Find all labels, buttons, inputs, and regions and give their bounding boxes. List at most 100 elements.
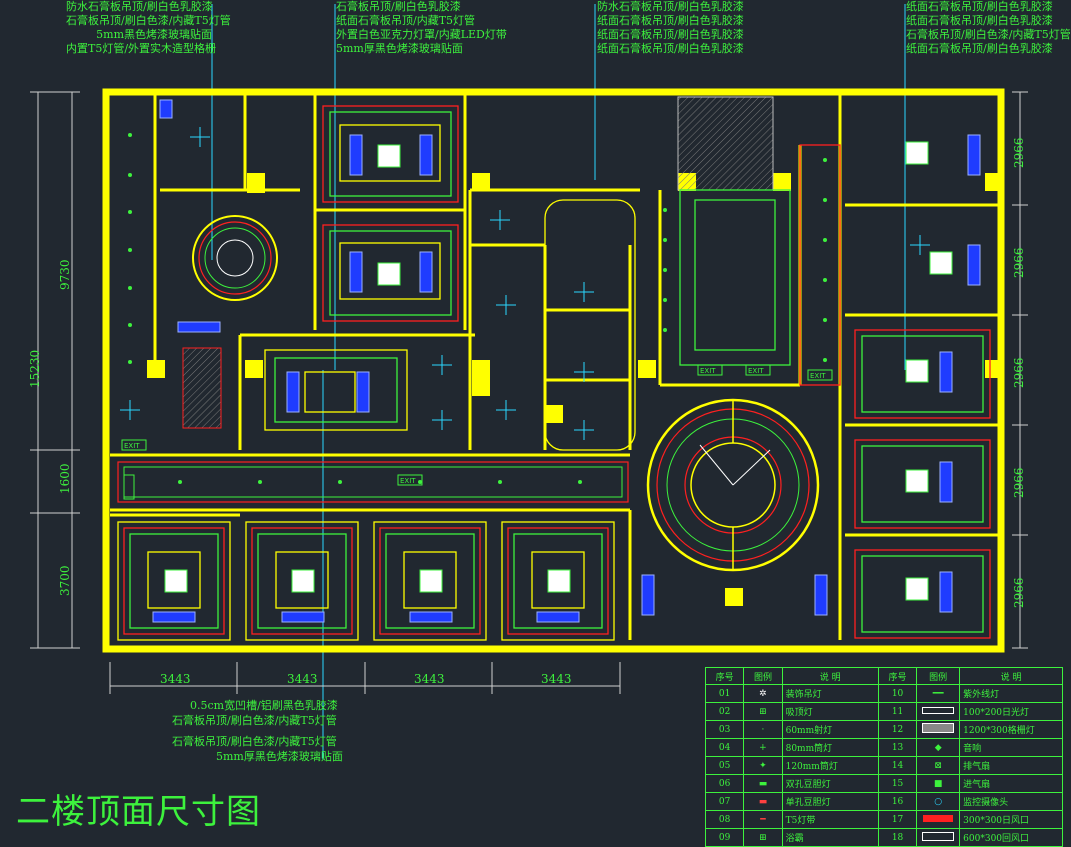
note-line: 纸面石膏板吊顶/刷白色乳胶漆 [906, 0, 1053, 13]
note-line: 石膏板吊顶/刷白色乳胶漆 [336, 0, 461, 13]
stair-hatch [677, 96, 774, 191]
svg-text:EXIT: EXIT [748, 367, 764, 375]
legend-no: 07 [704, 792, 745, 811]
legend-desc: 双孔豆胆灯 [781, 774, 879, 793]
bottom-note-group: 0.5cm宽凹槽/铝刷黑色乳胶漆 石膏板吊顶/刷白色漆/内藏T5灯管 石膏板吊顶… [172, 698, 343, 764]
round-hall [646, 398, 820, 572]
legend-no: 16 [877, 792, 918, 811]
dim-right-1: 2966 [1012, 137, 1026, 168]
legend-header: 序号 [877, 667, 918, 685]
legend-desc: 吸顶灯 [781, 702, 879, 721]
legend-no: 01 [704, 684, 745, 703]
top-note-group-2: 石膏板吊顶/刷白色乳胶漆 纸面石膏板吊顶/内藏T5灯管 外置白色亚克力灯罩/内藏… [336, 0, 507, 56]
return-vent-icon [916, 828, 961, 847]
dim-right-4: 2966 [1012, 467, 1026, 498]
note-line: 外置白色亚克力灯罩/内藏LED灯带 [336, 28, 507, 41]
note-line: 纸面石膏板吊顶/刷白色乳胶漆 [597, 28, 744, 41]
note-line: 纸面石膏板吊顶/刷白色乳胶漆 [597, 42, 744, 55]
legend-row: 06 ▬ 双孔豆胆灯 15 ■ 进气扇 [704, 774, 1063, 793]
ceiling-lamp-icon: ⊞ [743, 702, 783, 721]
note-line: 5mm黑色烤漆玻璃贴面 [96, 28, 212, 41]
svg-text:EXIT: EXIT [700, 367, 716, 375]
legend-no: 02 [704, 702, 745, 721]
legend-row: 05 ✦ 120mm筒灯 14 ⊠ 排气扇 [704, 756, 1063, 775]
dim-right-3: 2966 [1012, 357, 1026, 388]
legend-desc: 排气扇 [959, 756, 1063, 775]
legend-desc: 音响 [959, 738, 1063, 757]
partitions [110, 92, 1000, 640]
legend-desc: 80mm筒灯 [781, 738, 879, 757]
top-note-group-4: 纸面石膏板吊顶/刷白色乳胶漆 纸面石膏板吊顶/刷白色乳胶漆 石膏板吊顶/刷白色漆… [906, 0, 1071, 56]
dim-right-2: 2966 [1012, 247, 1026, 278]
double-grille-icon: ▬ [743, 774, 783, 793]
top-note-group-3: 防水石膏板吊顶/刷白色乳胶漆 纸面石膏板吊顶/刷白色乳胶漆 纸面石膏板吊顶/刷白… [597, 0, 744, 56]
dimension-lines [30, 91, 1028, 694]
legend-row: 03 · 60mm射灯 12 1200*300格栅灯 [704, 720, 1063, 739]
dim-left-2: 1600 [58, 463, 72, 494]
dim-bottom-4: 3443 [541, 672, 572, 686]
legend-no: 12 [877, 720, 918, 739]
legend-row: 08 ━ T5灯带 17 300*300日风口 [704, 810, 1063, 829]
ceiling-plan-drawing: EXIT EXIT EXIT EXIT EXIT [30, 4, 1028, 760]
legend-table: 序号 图例 说 明 序号 图例 说 明 01 ✲ 装饰吊灯 10 ━━ 紫外线灯… [704, 667, 1063, 847]
spotlight-icon: · [743, 720, 783, 739]
legend-desc: 100*200日光灯 [959, 702, 1063, 721]
legend-no: 08 [704, 810, 745, 829]
dim-bottom-1: 3443 [160, 672, 191, 686]
note-line: 石膏板吊顶/刷白色漆/内藏T5灯管 [906, 28, 1071, 41]
downlights [120, 127, 930, 440]
legend-row: 07 ▬ 单孔豆胆灯 16 ○ 监控摄像头 [704, 792, 1063, 811]
legend-header: 图例 [916, 667, 961, 685]
note-line: 石膏板吊顶/刷白色漆/内藏T5灯管 [66, 14, 231, 27]
note-line: 纸面石膏板吊顶/刷白色乳胶漆 [906, 14, 1053, 27]
exit-signs [121, 364, 833, 500]
legend-header: 图例 [743, 667, 783, 685]
note-line: 石膏板吊顶/刷白色漆/内藏T5灯管 [172, 735, 337, 748]
note-line: 石膏板吊顶/刷白色漆/内藏T5灯管 [172, 714, 337, 727]
dim-right-5: 2966 [1012, 577, 1026, 608]
exhaust-fan-icon: ⊠ [916, 756, 961, 775]
legend-header: 说 明 [959, 667, 1063, 685]
legend-row: 09 ⊞ 浴霸 18 600*300回风口 [704, 828, 1063, 847]
dim-bottom-2: 3443 [287, 672, 318, 686]
fluorescent-icon [916, 702, 961, 721]
chandelier-ring [192, 215, 278, 301]
drawing-title: 二楼顶面尺寸图 [16, 792, 261, 832]
grille-lamp-icon [916, 720, 961, 739]
legend-desc: 监控摄像头 [959, 792, 1063, 811]
fixtures-blue [152, 99, 981, 623]
note-line: 5mm厚黑色烤漆玻璃贴面 [336, 42, 463, 55]
bottom-rooms [117, 521, 615, 641]
legend-no: 11 [877, 702, 918, 721]
legend-desc: 装饰吊灯 [781, 684, 879, 703]
chandelier-icon: ✲ [743, 684, 783, 703]
legend-no: 18 [877, 828, 918, 847]
legend-desc: 300*300日风口 [959, 810, 1063, 829]
legend-desc: 单孔豆胆灯 [781, 792, 879, 811]
hatch-panel [182, 347, 222, 429]
legend-no: 13 [877, 738, 918, 757]
ceiling-panels [264, 105, 841, 451]
downlight-80-icon: + [743, 738, 783, 757]
note-line: 内置T5灯管/外置实木造型格栅 [66, 42, 217, 55]
top-note-group-1: 防水石膏板吊顶/刷白色乳胶漆 石膏板吊顶/刷白色漆/内藏T5灯管 5mm黑色烤漆… [66, 0, 231, 56]
camera-icon: ○ [916, 792, 961, 811]
legend-desc: 进气扇 [959, 774, 1063, 793]
legend-no: 05 [704, 756, 745, 775]
single-grille-icon: ▬ [743, 792, 783, 811]
legend-row: 01 ✲ 装饰吊灯 10 ━━ 紫外线灯 [704, 684, 1063, 703]
note-line: 5mm厚黑色烤漆玻璃贴面 [216, 750, 343, 763]
legend-desc: 600*300回风口 [959, 828, 1063, 847]
legend-desc: T5灯带 [781, 810, 879, 829]
legend-no: 14 [877, 756, 918, 775]
dim-left-total: 15230 [28, 349, 42, 388]
note-line: 防水石膏板吊顶/刷白色乳胶漆 [66, 0, 213, 13]
exit-sign-labels: EXIT EXIT EXIT EXIT EXIT [124, 367, 826, 485]
legend-no: 10 [877, 684, 918, 703]
note-line: 纸面石膏板吊顶/刷白色乳胶漆 [597, 14, 744, 27]
note-line: 防水石膏板吊顶/刷白色乳胶漆 [597, 0, 744, 13]
legend-row: 02 ⊞ 吸顶灯 11 100*200日光灯 [704, 702, 1063, 721]
legend-desc: 1200*300格栅灯 [959, 720, 1063, 739]
legend-header: 序号 [704, 667, 745, 685]
legend-no: 03 [704, 720, 745, 739]
